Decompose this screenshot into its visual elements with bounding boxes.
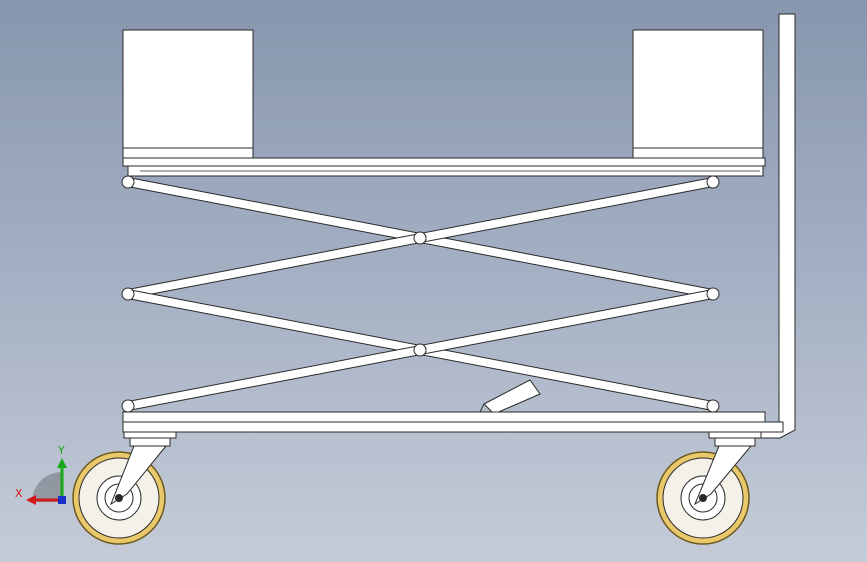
scissor-pin [413, 343, 427, 357]
scissor-pin [121, 399, 135, 413]
scissor-pin [706, 399, 720, 413]
caster-wheel [656, 431, 762, 545]
x-axis-label: X [15, 487, 23, 500]
left-block [122, 29, 254, 159]
base-frame [122, 411, 766, 423]
upper-platform [122, 157, 766, 167]
right-block [632, 29, 764, 159]
caster-wheel [72, 431, 177, 545]
base-frame-lower [122, 421, 784, 433]
z-axis-marker [58, 496, 66, 504]
scissor-pin [121, 175, 135, 189]
coordinate-triad: X Y [15, 444, 67, 505]
scissor-mechanism [121, 175, 720, 413]
scissor-pin [706, 175, 720, 189]
y-axis-label: Y [57, 444, 65, 457]
y-axis-head [57, 458, 67, 468]
x-axis-head [26, 495, 36, 505]
scissor-pin [706, 287, 720, 301]
scissor-pin [121, 287, 135, 301]
casters [72, 431, 762, 545]
scissor-pin [413, 231, 427, 245]
triad-plane [32, 472, 62, 502]
push-handle [759, 13, 796, 439]
